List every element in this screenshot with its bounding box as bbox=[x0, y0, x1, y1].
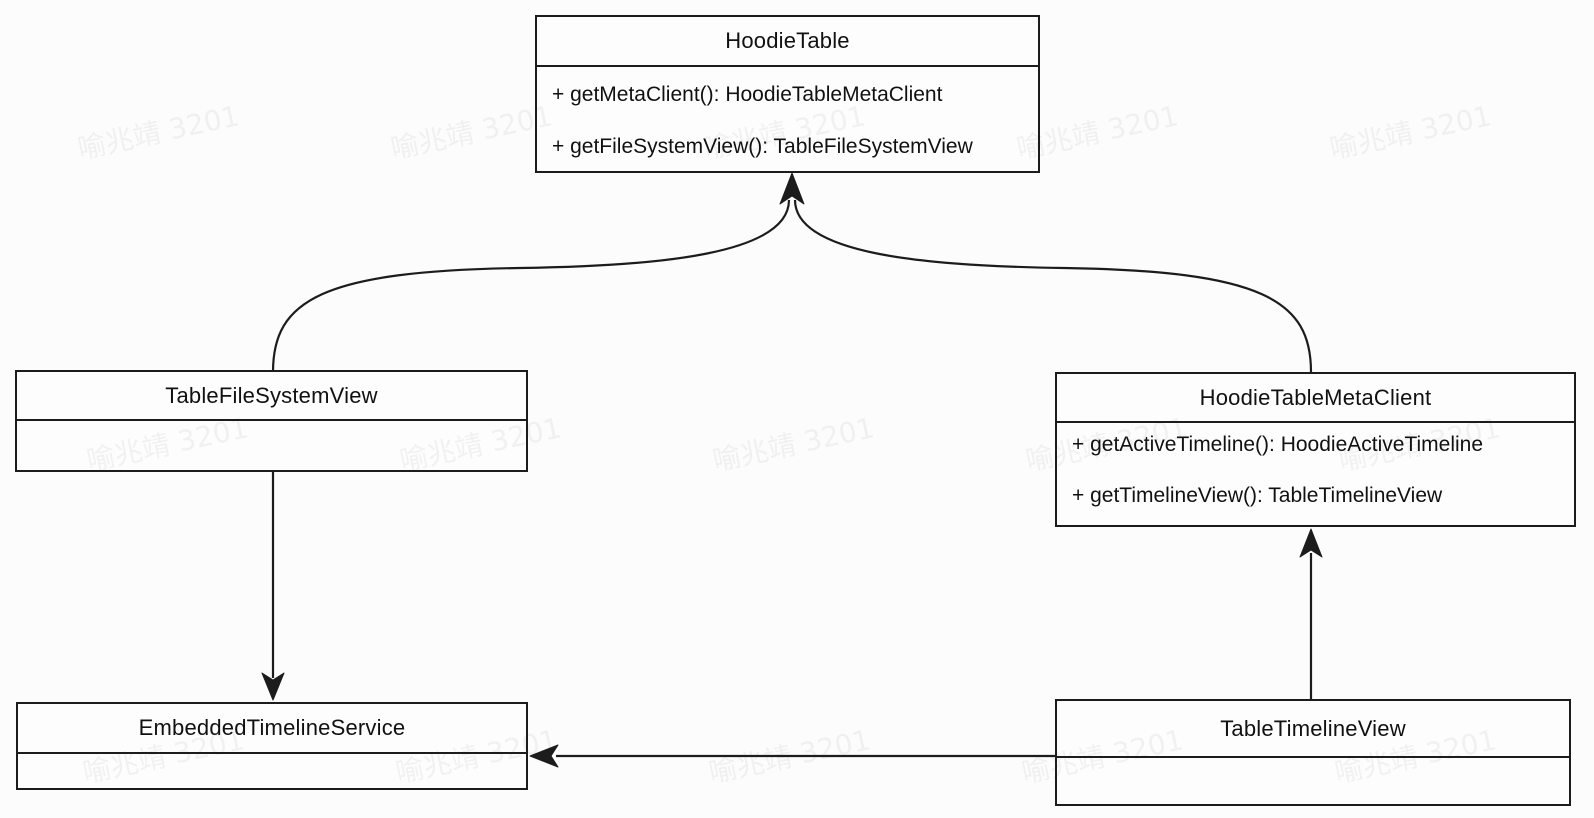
watermark-text: 喻兆靖 3201 bbox=[1326, 99, 1495, 166]
arrowhead-to-embeddedtimelineservice-right bbox=[529, 744, 559, 768]
watermark-text: 喻兆靖 3201 bbox=[74, 99, 243, 166]
watermark-text: 喻兆靖 3201 bbox=[709, 411, 878, 478]
class-name-embeddedtimelineservice: EmbeddedTimelineService bbox=[18, 704, 526, 754]
class-name-tablefilesystemview: TableFileSystemView bbox=[17, 372, 526, 421]
method-getactivetimeline: + getActiveTimeline(): HoodieActiveTimel… bbox=[1072, 433, 1484, 456]
arrowhead-to-hoodietablemetaclient bbox=[1299, 528, 1323, 558]
arrow-tablefilesystemview-to-hoodietable bbox=[271, 199, 791, 373]
arrowhead-to-embeddedtimelineservice-top bbox=[261, 672, 285, 701]
class-name-hoodietablemetaclient: HoodieTableMetaClient bbox=[1057, 374, 1574, 423]
watermark-text: 喻兆靖 3201 bbox=[705, 723, 874, 790]
class-box-hoodietablemetaclient: HoodieTableMetaClient + getActiveTimelin… bbox=[1055, 372, 1576, 527]
method-gettimelineview: + getTimelineView(): TableTimelineView bbox=[1072, 484, 1443, 507]
class-body-embeddedtimelineservice bbox=[18, 754, 526, 788]
class-box-tablefilesystemview: TableFileSystemView bbox=[15, 370, 528, 472]
class-name-tabletimelineview: TableTimelineView bbox=[1057, 701, 1569, 758]
class-body-tablefilesystemview bbox=[17, 421, 526, 470]
class-box-embeddedtimelineservice: EmbeddedTimelineService bbox=[16, 702, 528, 790]
class-box-hoodietable: HoodieTable + getMetaClient(): HoodieTab… bbox=[535, 15, 1040, 173]
arrow-hoodietablemetaclient-to-hoodietable bbox=[793, 199, 1313, 373]
watermark-text: 喻兆靖 3201 bbox=[387, 99, 556, 166]
method-getfilesystemview: + getFileSystemView(): TableFileSystemVi… bbox=[552, 135, 973, 158]
class-body-hoodietable: + getMetaClient(): HoodieTableMetaClient… bbox=[537, 67, 1038, 171]
arrowhead-to-hoodietable bbox=[779, 172, 805, 205]
class-body-tabletimelineview bbox=[1057, 758, 1569, 804]
class-box-tabletimelineview: TableTimelineView bbox=[1055, 699, 1571, 806]
method-getmetaclient: + getMetaClient(): HoodieTableMetaClient bbox=[552, 83, 943, 106]
class-name-hoodietable: HoodieTable bbox=[537, 17, 1038, 67]
class-body-hoodietablemetaclient: + getActiveTimeline(): HoodieActiveTimel… bbox=[1057, 423, 1574, 525]
